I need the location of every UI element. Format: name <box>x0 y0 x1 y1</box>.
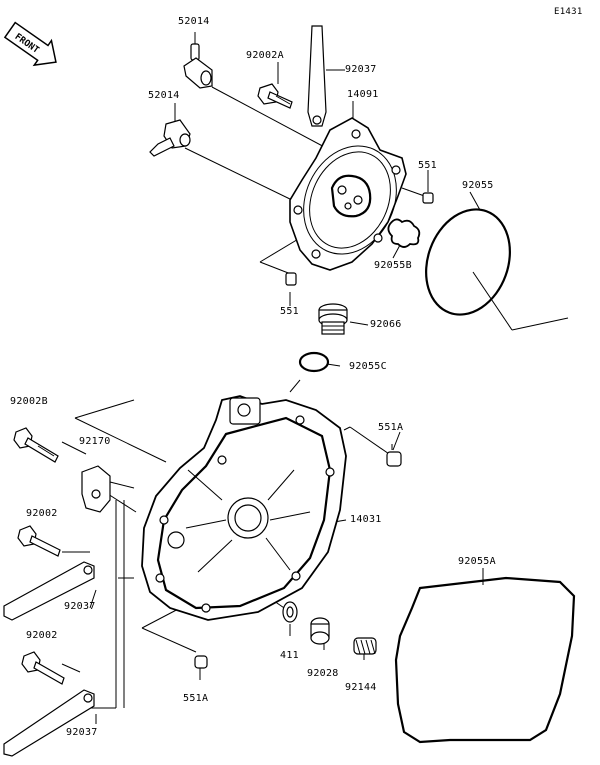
bolt-92002B <box>13 427 59 463</box>
label-14031: 14031 <box>350 514 382 525</box>
label-92037-low: 92037 <box>66 727 98 738</box>
dowel-551A-right <box>386 451 402 467</box>
strap-92037-top <box>307 25 327 127</box>
label-92066: 92066 <box>370 319 402 330</box>
label-92055: 92055 <box>462 180 494 191</box>
label-551A-low: 551A <box>183 693 209 704</box>
label-92055B: 92055B <box>374 260 412 271</box>
label-92028: 92028 <box>307 668 339 679</box>
bracket-92170 <box>81 465 111 513</box>
label-52014-top: 52014 <box>178 16 210 27</box>
pump-cover-14091 <box>289 117 407 271</box>
gasket-92055B <box>387 218 421 248</box>
label-92055A: 92055A <box>458 556 496 567</box>
dowel-551-right <box>422 192 434 204</box>
spring-92144 <box>353 637 377 655</box>
label-551A-right: 551A <box>378 422 404 433</box>
plug-92066 <box>318 303 348 335</box>
washer-411 <box>282 601 298 623</box>
label-92144: 92144 <box>345 682 377 693</box>
clutch-cover-14031 <box>141 395 347 621</box>
label-92037-mid: 92037 <box>64 601 96 612</box>
o-ring-92055 <box>425 208 511 316</box>
label-411: 411 <box>280 650 299 661</box>
label-551-right: 551 <box>418 160 437 171</box>
fitting-52014-mid <box>149 119 191 157</box>
gasket-92055A <box>394 576 576 744</box>
label-92170: 92170 <box>79 436 111 447</box>
label-92002B: 92002B <box>10 396 48 407</box>
dowel-551-low <box>285 272 297 286</box>
label-92002-b: 92002 <box>26 630 58 641</box>
label-14091: 14091 <box>347 89 379 100</box>
bolt-92002-a <box>17 525 61 557</box>
bolt-92002A <box>257 83 293 109</box>
label-92037-top: 92037 <box>345 64 377 75</box>
front-arrow-icon: FRONT <box>3 21 57 67</box>
bushing-92028 <box>310 617 330 645</box>
dowel-551A-low <box>194 655 208 669</box>
label-92055C: 92055C <box>349 361 387 372</box>
fitting-52014-top <box>183 43 213 89</box>
strap-92037-low <box>3 689 95 757</box>
bolt-92002-b <box>21 651 65 685</box>
label-551-low: 551 <box>280 306 299 317</box>
o-ring-92055C <box>298 351 330 373</box>
label-92002-a: 92002 <box>26 508 58 519</box>
diagram-id: E1431 <box>554 7 583 17</box>
strap-92037-mid <box>3 561 95 621</box>
label-52014-mid: 52014 <box>148 90 180 101</box>
label-92002A: 92002A <box>246 50 284 61</box>
